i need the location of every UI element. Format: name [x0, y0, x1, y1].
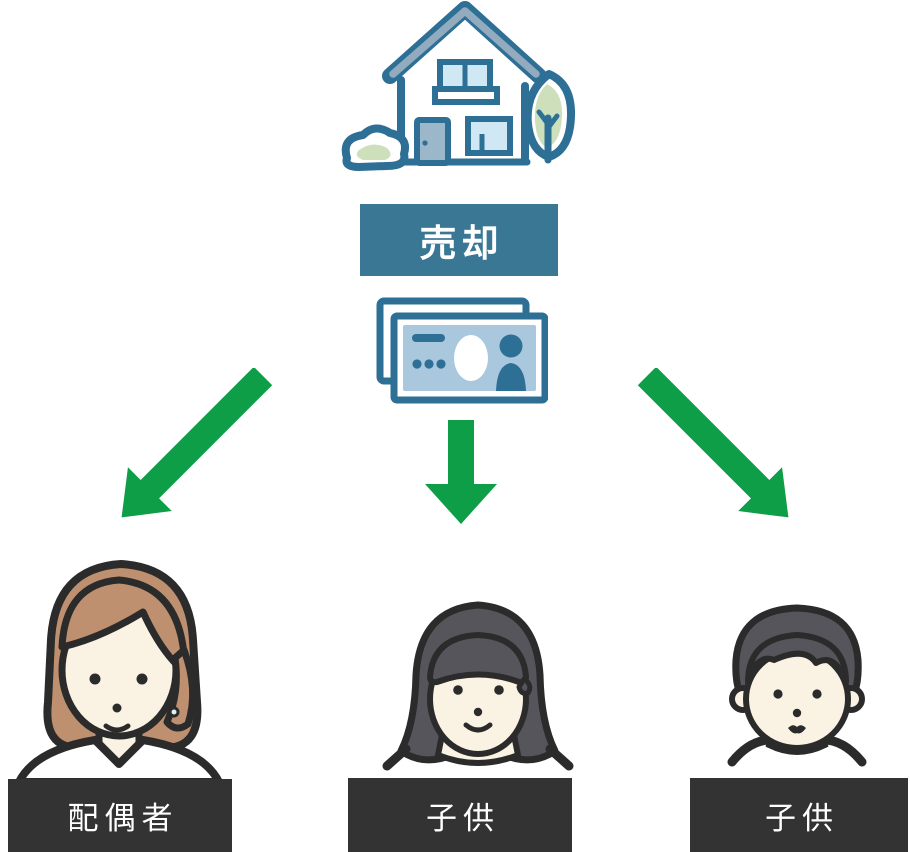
- child-label-1: 子供: [348, 778, 572, 852]
- house-with-tree-icon: [341, 1, 575, 171]
- banknotes-icon: [376, 297, 548, 404]
- arrow-down-icon: [425, 420, 497, 524]
- child-label-2: 子供: [690, 778, 908, 852]
- spouse-label-text: 配偶者: [67, 801, 179, 836]
- arrow-down-right-icon: [637, 368, 789, 518]
- spouse-label: 配偶者: [8, 779, 232, 852]
- child-label-1-text: 子供: [426, 800, 500, 836]
- sale-banner: 売却: [360, 204, 558, 276]
- woman-spouse-figure: [15, 560, 223, 782]
- boy-child-figure: [727, 604, 867, 767]
- girl-child-figure: [382, 601, 574, 771]
- sale-banner-label: 売却: [419, 223, 504, 264]
- arrow-down-left-icon: [121, 368, 273, 518]
- child-label-2-text: 子供: [765, 800, 839, 836]
